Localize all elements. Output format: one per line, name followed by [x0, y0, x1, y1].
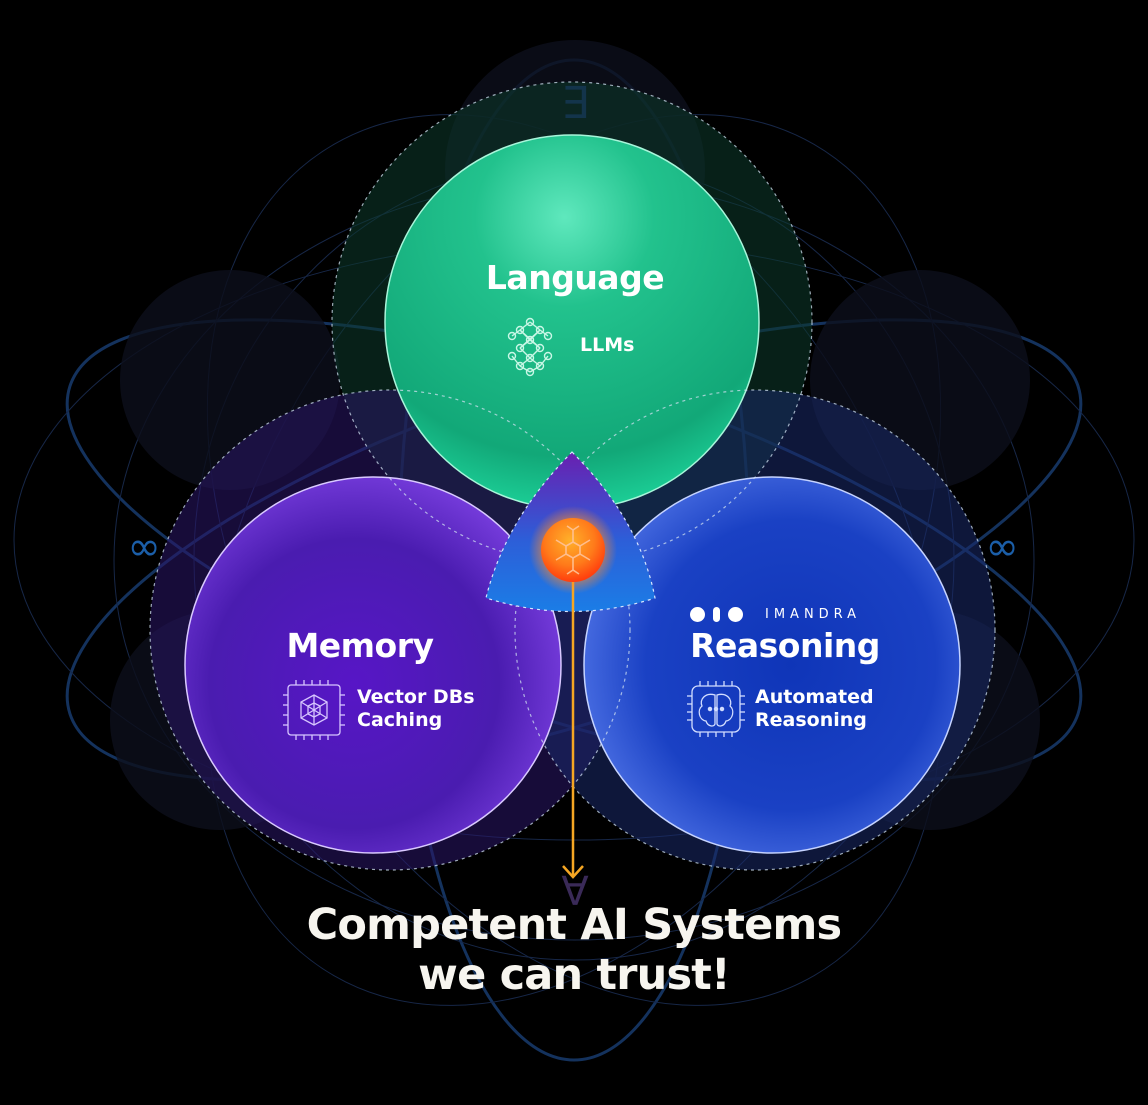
- headline-line-2: we can trust!: [418, 950, 730, 1000]
- neural-network-icon: [507, 317, 553, 377]
- reasoning-items: Automated Reasoning: [755, 686, 874, 732]
- snowflake-orb-icon: [541, 518, 605, 582]
- memory-item-vector-dbs: Vector DBs: [357, 686, 475, 708]
- imandra-wordmark: IMANDRA: [765, 606, 862, 622]
- arrow-down-icon: [562, 865, 584, 879]
- logo-bar-icon: [713, 606, 720, 622]
- language-item-llms: LLMs: [580, 334, 635, 356]
- forall-glyph-icon: ∀: [561, 869, 589, 915]
- memory-circle: [184, 476, 562, 854]
- logo-dot-icon: [690, 606, 705, 622]
- reasoning-item-reasoning: Reasoning: [755, 709, 867, 731]
- memory-title: Memory: [286, 626, 434, 665]
- reasoning-circle: [583, 476, 961, 854]
- headline-line-1: Competent AI Systems: [306, 900, 842, 950]
- reasoning-title: Reasoning: [690, 626, 880, 665]
- infinity-right-icon: ∞: [985, 524, 1018, 570]
- brain-chip-icon: [687, 681, 745, 737]
- language-title: Language: [485, 258, 665, 297]
- infinity-left-icon: ∞: [127, 524, 160, 570]
- imandra-logo: IMANDRA: [690, 603, 861, 625]
- memory-item-caching: Caching: [357, 709, 443, 731]
- vector-chip-icon: [283, 680, 345, 740]
- headline: Competent AI Systems we can trust!: [200, 900, 948, 1000]
- memory-items: Vector DBs Caching: [357, 686, 475, 732]
- logo-dot-icon: [728, 606, 743, 622]
- reasoning-item-automated: Automated: [755, 686, 874, 708]
